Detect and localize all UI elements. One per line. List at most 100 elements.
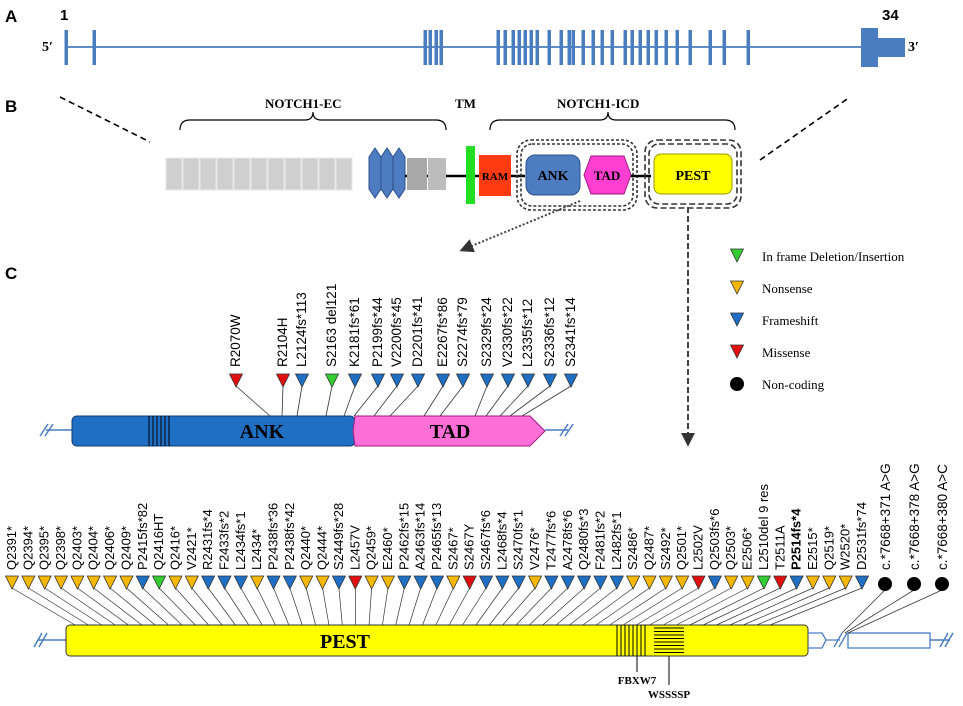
panel-c-label: C	[5, 264, 17, 283]
mutation-label: S2467Y	[462, 523, 477, 570]
mutation-label: L2335fs*12	[520, 299, 535, 367]
mutation-marker-frameshift	[413, 575, 428, 590]
mutation-label: Q2391*	[4, 526, 19, 570]
mutation-marker-frameshift	[233, 575, 248, 590]
exon-marker	[638, 30, 642, 65]
mutation-leader-line	[224, 587, 250, 626]
mutation-label: V2421*	[184, 527, 199, 570]
mutation-leader-line	[44, 587, 102, 626]
mutation-label: Q2404*	[86, 526, 101, 570]
mutation-marker-frameshift	[707, 575, 723, 590]
mutation-leader-line	[77, 587, 129, 626]
mutation-leader-line	[191, 587, 223, 626]
mutation-marker-frameshift	[217, 575, 232, 590]
exon-marker	[523, 30, 527, 65]
ram-label: RAM	[482, 171, 509, 183]
mutation-label: L2510del 9 res	[756, 483, 771, 570]
mutation-label: P2438fs*36	[266, 503, 281, 570]
mutation-leader-line	[142, 587, 183, 626]
egf-repeat	[284, 157, 302, 191]
mutation-marker-inframe	[756, 575, 772, 590]
mutation-marker-nonsense	[626, 575, 641, 590]
mutation-label: L2482fs*1	[609, 511, 624, 570]
legend-missense-marker	[729, 344, 745, 359]
tad-label: TAD	[594, 168, 620, 183]
mutation-leader-line	[847, 589, 943, 634]
mutation-leader-line	[703, 587, 781, 626]
egf-repeat	[233, 157, 251, 191]
panel-a-label: A	[5, 7, 17, 26]
mutation-marker-frameshift	[542, 373, 558, 388]
exon-marker	[581, 30, 585, 65]
pest-protein: PEST FBXW7 WSSSSP	[33, 624, 954, 701]
mutation-label: L2124fs*113	[294, 292, 309, 367]
exon-marker	[664, 30, 668, 65]
mutation-label: Q2409*	[118, 526, 133, 570]
ank-tad-zoom-arrow	[459, 200, 581, 253]
exon-marker	[535, 30, 539, 65]
mutation-marker-missense	[275, 373, 291, 388]
mutation-label: P2438fs*42	[282, 503, 297, 570]
mutation-leader-line	[555, 587, 601, 626]
legend-noncoding-dot	[730, 377, 744, 391]
mutation-marker-nonsense	[315, 575, 330, 590]
mutation-label: L2502V	[691, 525, 706, 570]
mutation-marker-frameshift	[266, 575, 281, 590]
mutation-leader-line	[769, 587, 863, 626]
zoom-line-left	[59, 96, 151, 143]
legend-label-missense: Missense	[762, 345, 811, 360]
exon-marker	[423, 30, 427, 65]
mutation-label: Q2406*	[102, 526, 117, 570]
mutation-leader-line	[509, 385, 551, 417]
mutation-marker-missense	[691, 575, 706, 590]
exon-marker	[559, 30, 563, 65]
mutation-leader-line	[743, 587, 830, 626]
mutation-marker-nonsense	[527, 575, 543, 590]
egf-repeats	[165, 157, 353, 191]
mutation-leader-line	[499, 385, 529, 417]
mutation-marker-nonsense	[446, 575, 461, 590]
mutation-marker-frameshift	[429, 575, 445, 590]
mutation-label: E2267fs*86	[435, 297, 450, 367]
gene-exon-track	[64, 28, 905, 67]
hd-domain-2	[428, 158, 446, 190]
mutation-leader-line	[462, 587, 487, 626]
exon-last-label: 34	[882, 7, 899, 24]
utr-region	[847, 632, 931, 649]
mutation-leader-line	[609, 587, 667, 626]
mutation-label: S2467fs*6	[478, 510, 493, 570]
mutation-label: A2478fs*6	[560, 510, 575, 570]
exon-marker	[746, 30, 750, 65]
mutation-marker-nonsense	[21, 575, 36, 590]
mutation-label: Q2398*	[53, 526, 68, 570]
mutation-marker-frameshift	[282, 575, 298, 590]
mutation-marker-frameshift	[455, 373, 471, 388]
mutation-marker-frameshift	[500, 373, 516, 388]
mutation-label: F2481fs*2	[592, 511, 607, 570]
ank-tad-zoom-box	[516, 139, 638, 211]
mutation-leader-line	[596, 587, 650, 626]
mutation-leader-line	[662, 587, 732, 626]
hd-domain-1	[407, 158, 427, 190]
mutation-marker-frameshift	[609, 575, 624, 590]
mutation-label: S2341fs*14	[563, 297, 578, 367]
mutation-label: V2200fs*45	[389, 297, 404, 367]
mutation-marker-frameshift	[544, 575, 559, 590]
mutation-label: Q2416HT	[151, 514, 166, 570]
legend-inframe-marker	[729, 248, 745, 263]
mutation-marker-inframe	[324, 373, 340, 388]
mutation-marker-nonsense	[184, 575, 199, 590]
mutation-marker-frameshift	[294, 373, 310, 388]
mutation-marker-frameshift	[563, 373, 579, 388]
mutation-label: c.*7668+378 A>G	[907, 463, 922, 570]
egf-repeat	[267, 157, 285, 191]
mutation-leader-line	[529, 587, 569, 626]
mutation-label: S2274fs*79	[455, 297, 470, 367]
mutation-label: S2336fs*12	[542, 297, 557, 367]
mutation-label: P2462fs*15	[396, 503, 411, 570]
mutation-marker-nonsense	[53, 575, 69, 590]
mutation-leader-line	[158, 587, 196, 626]
pest-zoom-box	[644, 139, 742, 209]
mutation-leader-line	[521, 385, 572, 417]
